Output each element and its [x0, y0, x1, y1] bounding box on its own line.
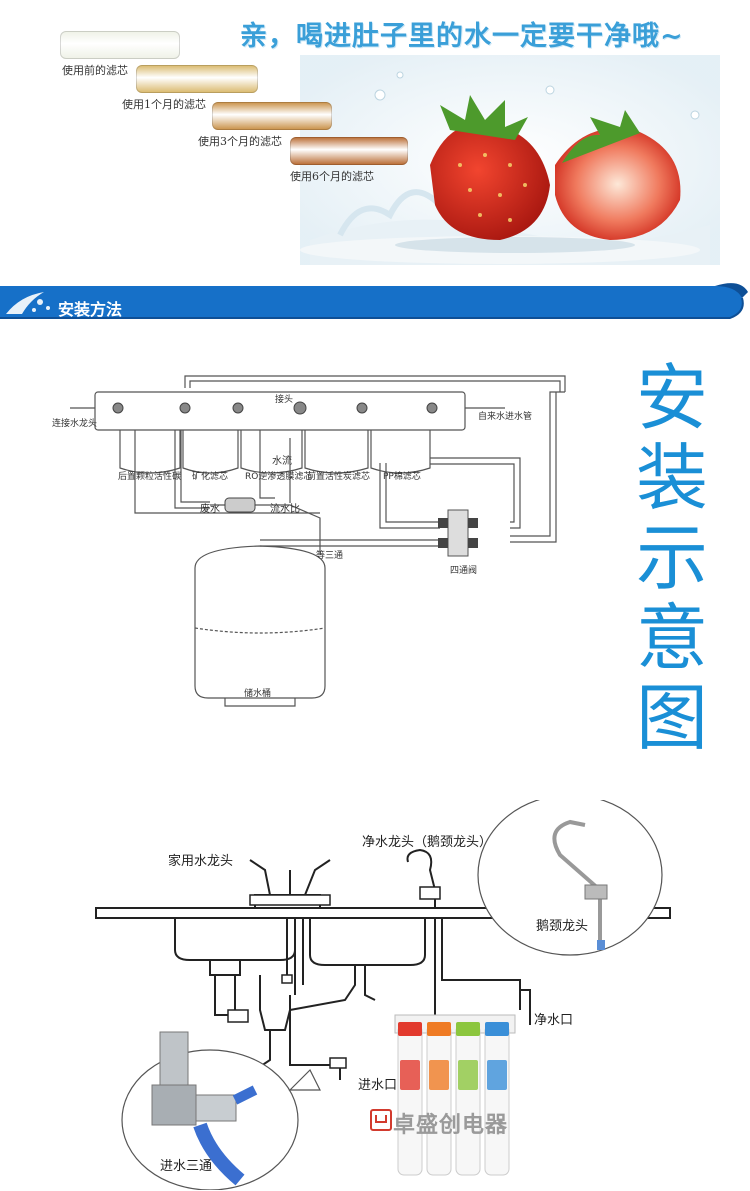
- water-splash-icon: [6, 292, 50, 314]
- label-filter-3: RO逆渗透膜滤芯: [245, 472, 313, 482]
- cartridge-label-1-month: 使用1个月的滤芯: [122, 98, 206, 111]
- label-flow-ratio: 流水比: [270, 504, 300, 515]
- cartridge-1-month: [136, 65, 258, 93]
- diagram-title-char-1: 安: [635, 356, 708, 440]
- label-four-way-valve: 四通阀: [450, 566, 478, 576]
- brand-watermark: 卓盛创电器: [393, 1113, 509, 1138]
- cartridge-label-new: 使用前的滤芯: [62, 64, 128, 77]
- cartridge-label-6-month: 使用6个月的滤芯: [290, 170, 374, 183]
- section-banner: [0, 283, 748, 319]
- label-waste-water: 废水: [200, 504, 220, 515]
- label-tee: 等三通: [316, 551, 344, 561]
- label-tap-inlet: 自来水进水管: [478, 412, 533, 422]
- ro-system-diagram: [70, 375, 566, 707]
- cartridge-new: [60, 31, 180, 59]
- label-pure-outlet: 净水口: [534, 1013, 574, 1028]
- label-fitting-head: 接头: [275, 395, 294, 405]
- diagram-title-char-3: 示: [635, 516, 708, 600]
- cartridge-6-month: [290, 137, 408, 165]
- section-banner-title: 安装方法: [58, 300, 123, 319]
- diagram-title-char-5: 图: [635, 676, 708, 760]
- label-filter-2: 矿化滤芯: [192, 472, 229, 482]
- headline: 亲，喝进肚子里的水一定要干净哦~: [240, 21, 684, 52]
- label-water-flow: 水流: [272, 456, 292, 467]
- label-filter-4: 前置活性炭滤芯: [307, 472, 371, 482]
- cartridge-3-month: [212, 102, 332, 130]
- label-storage-tank: 储水桶: [244, 689, 272, 699]
- label-filter-1: 后置颗粒活性碳: [118, 472, 182, 482]
- diagram-title-char-4: 意: [635, 596, 708, 680]
- label-pure-faucet: 净水龙头（鹅颈龙头）: [362, 835, 493, 850]
- cartridge-label-3-month: 使用3个月的滤芯: [198, 135, 282, 148]
- label-gooseneck-faucet: 鹅颈龙头: [536, 919, 589, 934]
- sink-installation-diagram: [95, 800, 671, 1190]
- label-filter-5: PP棉滤芯: [383, 472, 421, 482]
- label-connect-faucet: 连接水龙头: [52, 419, 98, 429]
- diagram-title-char-2: 装: [635, 436, 708, 520]
- label-water-inlet: 进水口: [358, 1078, 398, 1093]
- label-home-faucet: 家用水龙头: [168, 854, 234, 869]
- strawberry-splash-illustration: [300, 55, 720, 265]
- label-inlet-tee: 进水三通: [160, 1159, 213, 1174]
- brand-logo-icon: [370, 1109, 392, 1131]
